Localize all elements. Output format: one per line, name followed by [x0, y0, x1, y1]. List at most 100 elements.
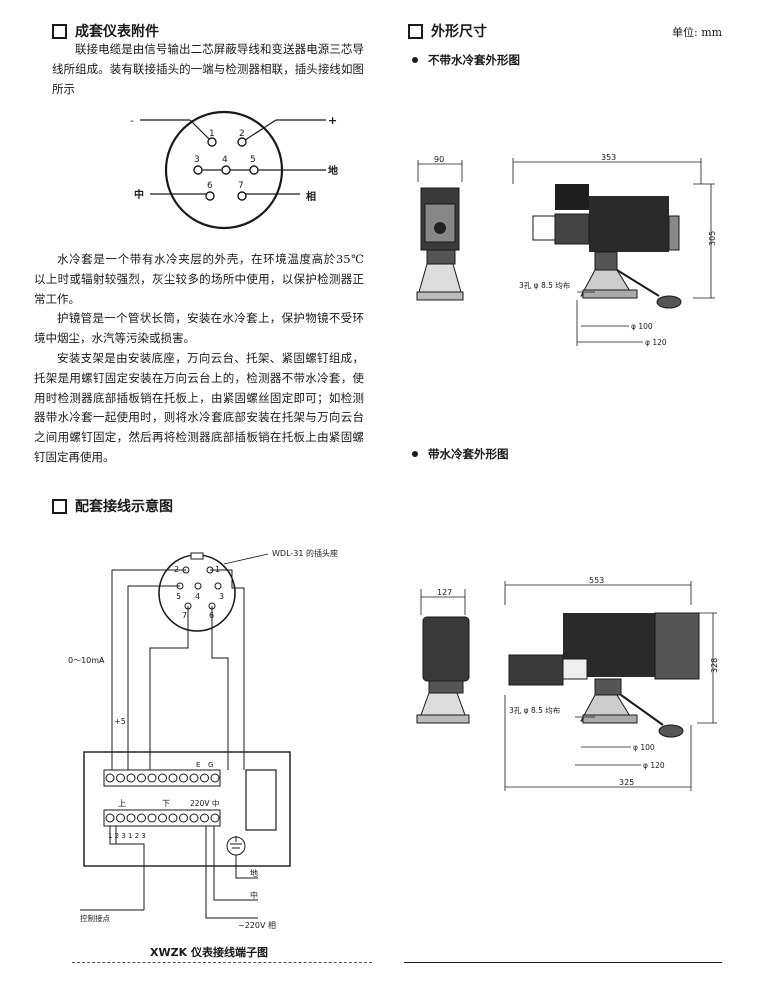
section-title: 配套接线示意图 [75, 499, 173, 515]
without-jacket-heading: 不带水冷套外形图 [412, 52, 520, 68]
footer-rule-right [404, 962, 722, 963]
terminal-screw [147, 813, 157, 823]
out-ground-label: 地 [250, 868, 258, 878]
upper-group-label: 上 [118, 799, 126, 808]
section-title: 外形尺寸 [431, 24, 487, 40]
section-checkbox-icon [52, 498, 67, 514]
terminal-screw [105, 813, 115, 823]
dim-127: 127 [437, 588, 452, 597]
out-middle-label: 中 [250, 890, 258, 900]
section-accessories-header: 成套仪表附件 [52, 21, 159, 41]
dim-325: 325 [619, 778, 634, 787]
terminal-screw [189, 773, 199, 783]
pin-7 [237, 191, 247, 201]
section-checkbox-icon [408, 23, 423, 39]
section-checkbox-icon [52, 23, 67, 39]
lower-terminals [105, 813, 220, 823]
terminal-screw [168, 773, 178, 783]
dim-328: 328 [710, 658, 719, 673]
phase-label: 相 [306, 190, 316, 203]
e-label: E [196, 761, 200, 769]
plus5-label: +5 [114, 717, 126, 726]
socket-pin-5: 5 [176, 592, 181, 601]
connector-pin-diagram: 1 2 3 4 5 6 7 - + 地 中 相 [130, 110, 338, 230]
wiring-caption: XWZK 仪表接线端子图 [150, 946, 268, 959]
terminal-screw [105, 773, 115, 783]
pin-label-7: 7 [238, 181, 244, 191]
terminal-numbers: 1 2 3 1 2 3 [108, 832, 146, 840]
outline-drawing-without-jacket: 90 353 305 3孔 φ 8.5 均布 φ 100 φ 120 [416, 153, 717, 347]
terminal-screw [210, 813, 220, 823]
wiring-diagram: 2 1 5 4 3 7 6 WDL-31 的插头座 0～10mA +5 E G … [68, 548, 338, 930]
ground-label: 地 [328, 164, 338, 177]
pin-label-2: 2 [239, 129, 245, 139]
dim-353: 353 [601, 153, 616, 162]
bullet-icon [412, 57, 418, 63]
socket-label: WDL-31 的插头座 [272, 548, 338, 558]
pin-5 [249, 165, 259, 175]
bullet-icon [412, 451, 418, 457]
minus-lead-diag [189, 119, 213, 143]
pin-4 [221, 165, 231, 175]
terminal-screw [200, 773, 209, 783]
plus-lead-diag [241, 119, 277, 143]
pin-3 [193, 165, 203, 175]
terminal-screw [189, 813, 199, 823]
terminal-screw [158, 773, 167, 783]
dim-90: 90 [434, 155, 444, 164]
section-title: 成套仪表附件 [75, 24, 159, 40]
outline-drawing-with-jacket: 127 553 328 3孔 φ 8.5 均布 φ 100 φ 120 325 [416, 576, 719, 791]
terminal-screw [179, 773, 188, 783]
unit-label: 单位: mm [672, 26, 723, 39]
minus-label: - [130, 114, 134, 127]
terminal-screw [179, 813, 188, 823]
middle-label: 中 [134, 188, 144, 201]
g-label: G [208, 761, 213, 769]
v220-mid-label: 220V 中 [190, 798, 219, 808]
terminal-screw [137, 773, 146, 783]
with-jacket-heading: 带水冷套外形图 [412, 446, 509, 462]
jacket-side-body [422, 616, 470, 682]
plus-label: + [328, 114, 337, 127]
socket-pin-7: 7 [182, 611, 187, 620]
socket-pin-3: 3 [219, 592, 224, 601]
out-phase-label: ~220V 相 [238, 920, 276, 930]
terminal-box [83, 751, 291, 867]
terminal-screw [168, 813, 178, 823]
dim-d120-top: φ 120 [645, 338, 667, 347]
accessories-body-2: 护镜管是一个管状长筒，安装在水冷套上，保护物镜不受环境中烟尘，水汽等污染或损害。 [34, 311, 364, 346]
accessories-body-3: 安装支架是由安装底座，万向云台、托架、紧固螺钉组成，托架是用螺钉固定安装在万向云… [34, 350, 364, 464]
dim-305: 305 [708, 231, 717, 246]
accessories-intro: 联接电缆是由信号输出二芯屏蔽导线和变送器电源三芯导线所组成。装有联接插头的一端与… [52, 42, 364, 96]
pin-6 [205, 191, 215, 201]
terminal-screw [116, 813, 125, 823]
holes-label-top: 3孔 φ 8.5 均布 [519, 280, 571, 290]
pin-label-6: 6 [207, 181, 213, 191]
pin-2 [237, 137, 247, 147]
pin-1 [207, 137, 217, 147]
control-contact-label: 控制接点 [80, 913, 110, 923]
signal-label: 0～10mA [68, 656, 105, 665]
footer-rule-left [72, 962, 372, 963]
terminal-screw [158, 813, 167, 823]
terminal-screw [126, 773, 136, 783]
terminal-screw [210, 773, 220, 783]
accessories-body-1: 水冷套是一个带有水冷夹层的外壳，在环境温度高於35℃ 以上时或辐射较强烈，灰尘较… [34, 252, 364, 306]
upper-terminals [105, 773, 220, 783]
holes-label-bottom: 3孔 φ 8.5 均布 [509, 705, 561, 715]
section-wiring-header: 配套接线示意图 [52, 496, 173, 516]
lower-group-label: 下 [162, 799, 170, 808]
terminal-strip-upper [103, 769, 221, 787]
accessories-body: 水冷套是一个带有水冷夹层的外壳，在环境温度高於35℃ 以上时或辐射较强烈，灰尘较… [34, 250, 364, 468]
terminal-screw [126, 813, 136, 823]
terminal-screw [116, 773, 125, 783]
dim-d100-bottom: φ 100 [633, 743, 655, 752]
dim-d100-top: φ 100 [631, 322, 653, 331]
terminal-screw [200, 813, 209, 823]
pin-label-4: 4 [222, 155, 228, 165]
pin-label-1: 1 [209, 129, 215, 139]
terminal-screw [147, 773, 157, 783]
dim-d120-bottom: φ 120 [643, 761, 665, 770]
pin-label-5: 5 [250, 155, 256, 165]
terminal-screw [137, 813, 146, 823]
